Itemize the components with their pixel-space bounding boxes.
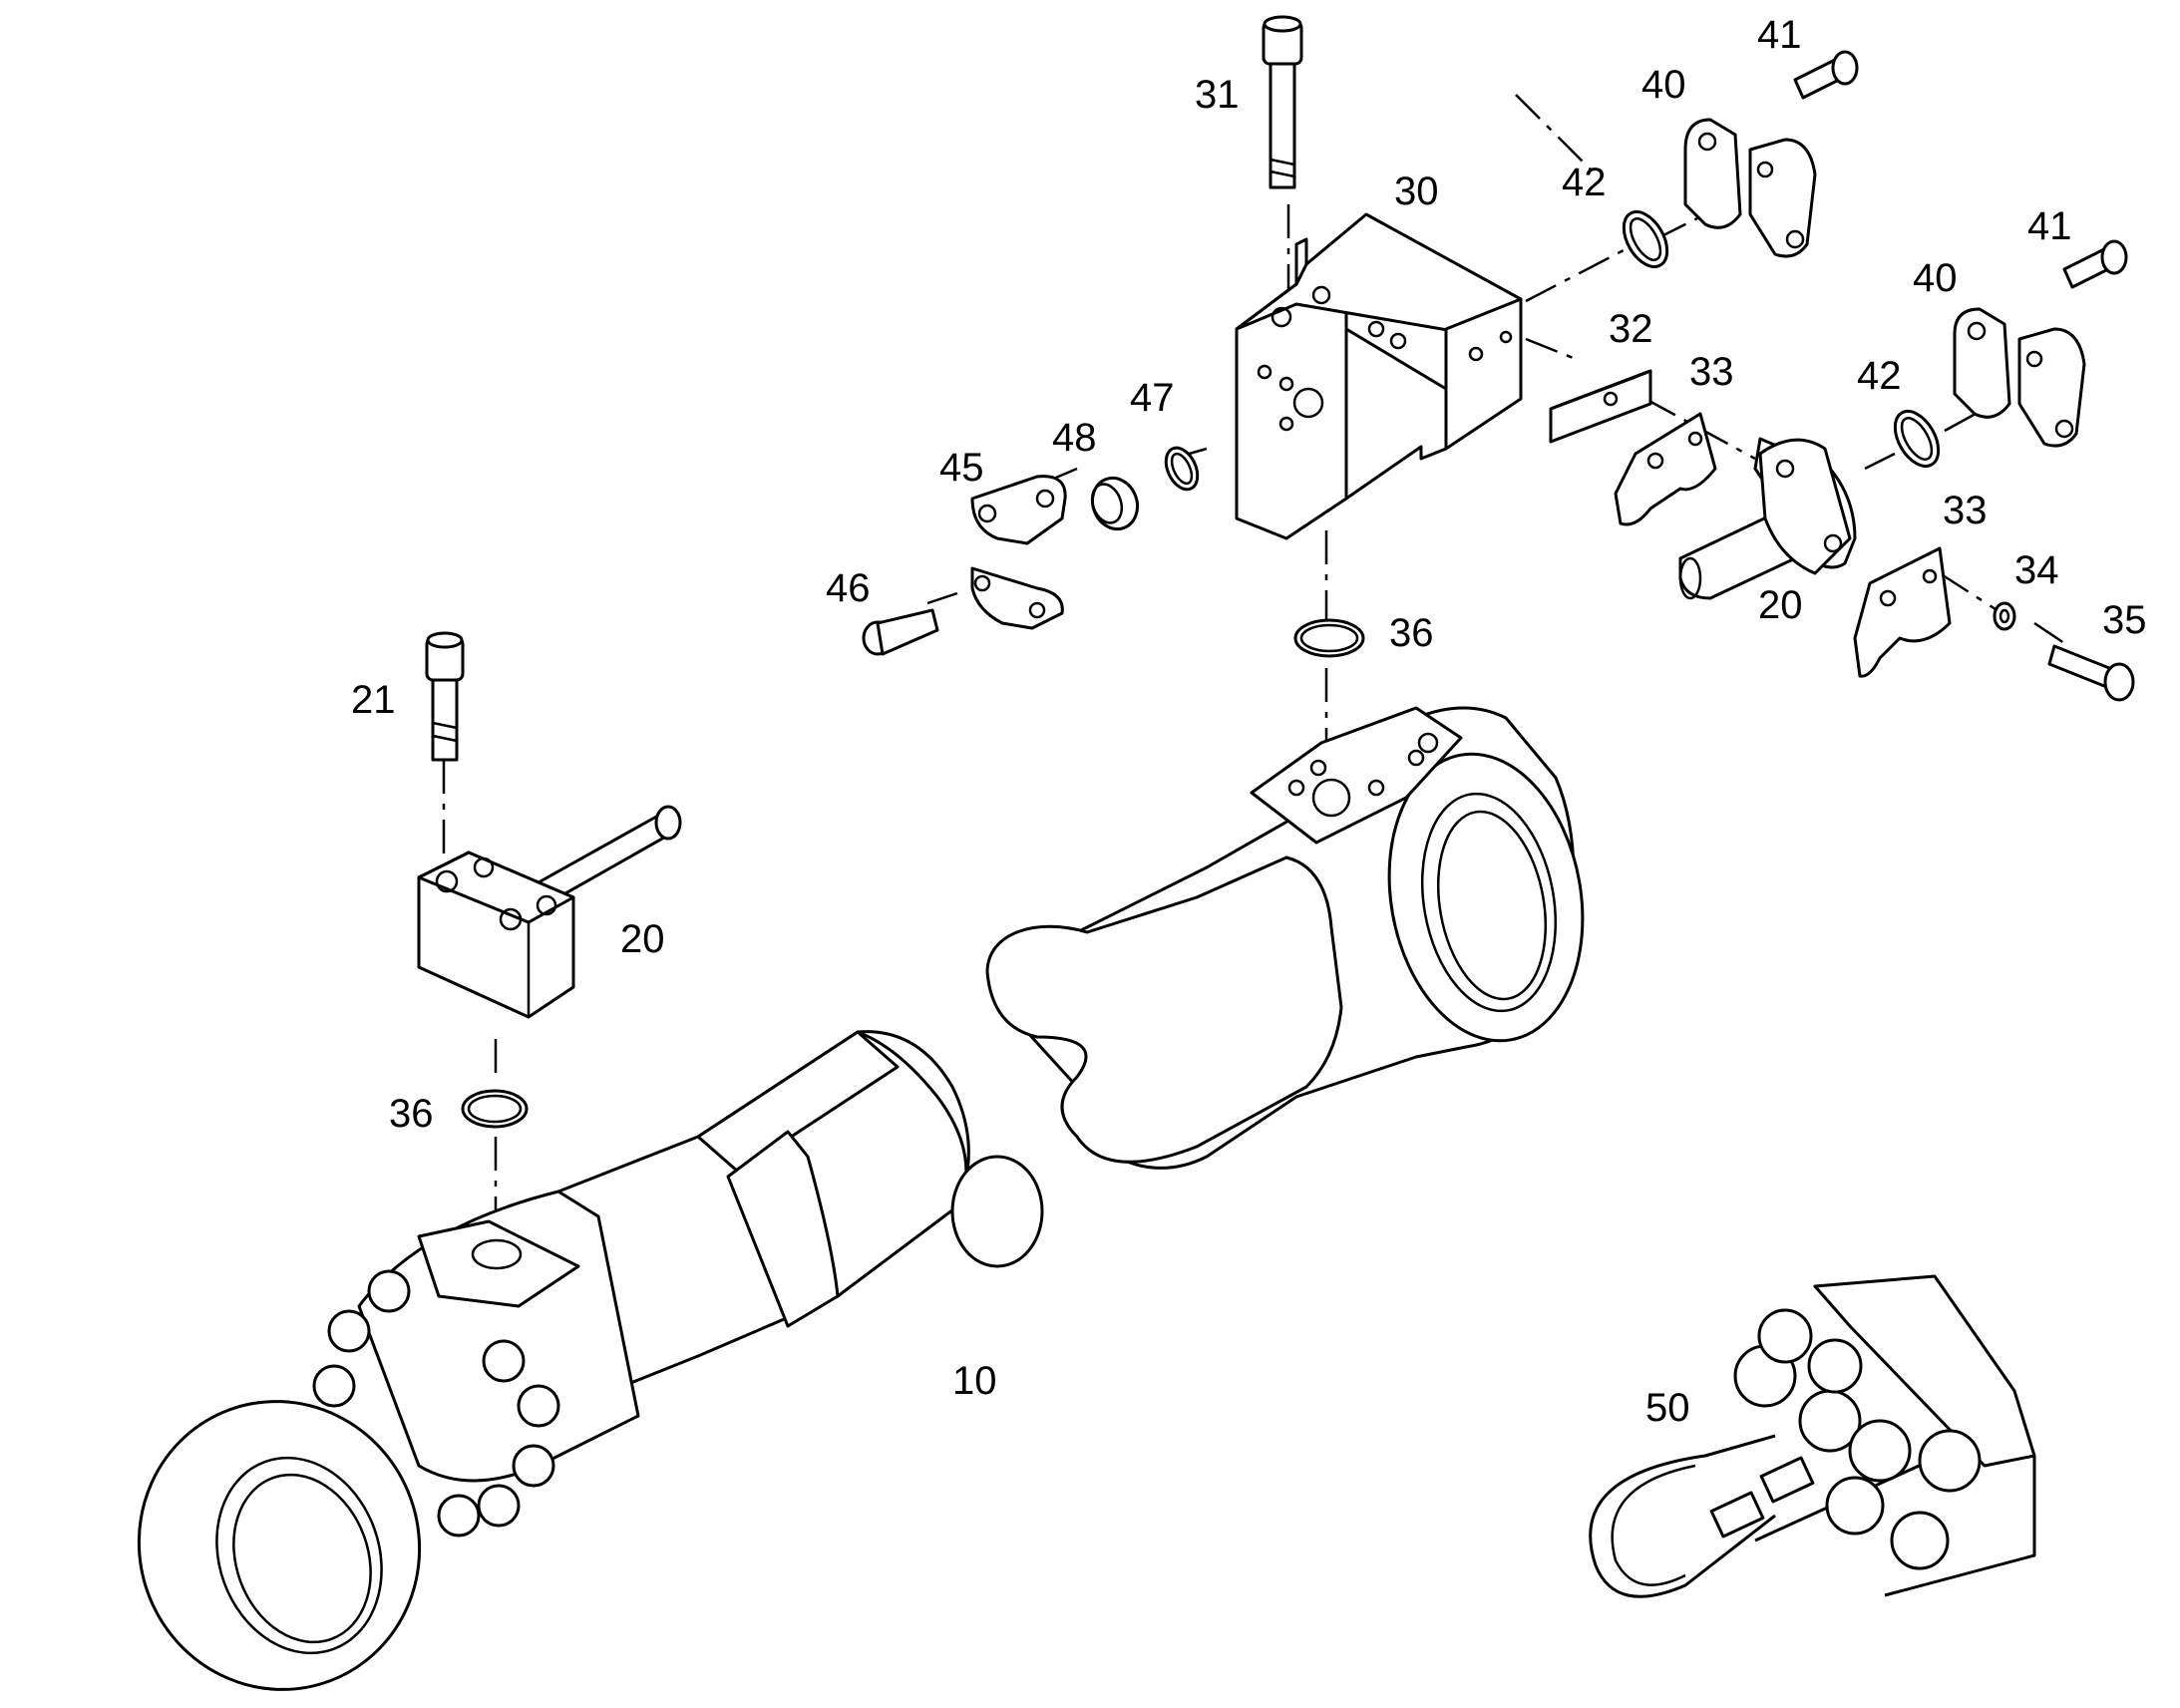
- valve-block-30: [1235, 212, 1523, 540]
- callout-36: 36: [1389, 611, 1434, 655]
- seal-47: [1164, 446, 1200, 492]
- flange-halves-40b: [1953, 307, 2086, 448]
- callout-33: 33: [1689, 350, 1734, 394]
- washer-34: [1993, 601, 2016, 631]
- callout-40: 40: [1913, 256, 1958, 300]
- bracket-33a: [1614, 412, 1717, 526]
- screw-35: [2047, 644, 2135, 702]
- callout-48: 48: [1052, 416, 1097, 460]
- callout-21: 21: [351, 678, 396, 722]
- flange-tube-20a: [1678, 437, 1857, 600]
- o-ring-36b: [461, 1089, 529, 1129]
- callout-20: 20: [1758, 583, 1803, 627]
- screw-21: [425, 631, 465, 762]
- callout-33: 33: [1943, 489, 1988, 532]
- callout-10: 10: [952, 1359, 997, 1403]
- flange-tube-20b: [417, 805, 682, 1019]
- callout-42: 42: [1857, 354, 1902, 398]
- callout-labels: 31 41 40 30 42 41 40 32 33 42 47 48 45 3…: [351, 13, 2147, 1430]
- callout-45: 45: [939, 446, 984, 490]
- seal-42b: [1893, 410, 1941, 468]
- valve-manifold-50: [1589, 1274, 2036, 1598]
- cylinder-tube-end-10: [137, 1030, 1044, 1691]
- key-bar-32: [1549, 369, 1652, 444]
- callout-42: 42: [1562, 161, 1607, 204]
- callout-41: 41: [2027, 204, 2072, 248]
- screw-41a: [1793, 50, 1859, 100]
- callout-50: 50: [1645, 1386, 1690, 1430]
- bracket-33b: [1853, 546, 1952, 678]
- callout-40: 40: [1641, 63, 1686, 107]
- callout-20: 20: [620, 917, 665, 961]
- callout-31: 31: [1195, 73, 1240, 117]
- screw-31: [1262, 15, 1303, 189]
- callout-46: 46: [826, 566, 871, 610]
- flange-halves-40a: [1683, 118, 1817, 258]
- callout-36: 36: [389, 1092, 434, 1136]
- cap-48: [1090, 476, 1140, 531]
- callout-47: 47: [1130, 376, 1175, 420]
- callout-32: 32: [1609, 307, 1653, 351]
- split-flange-45: [970, 475, 1067, 630]
- cylinder-rod-end-10: [985, 706, 1585, 1170]
- callout-35: 35: [2102, 598, 2147, 642]
- o-ring-36a: [1293, 618, 1365, 658]
- screw-41b: [2062, 239, 2128, 289]
- callout-30: 30: [1394, 170, 1439, 213]
- callout-41: 41: [1757, 13, 1802, 57]
- callout-34: 34: [2014, 548, 2059, 592]
- seal-42a: [1622, 210, 1669, 268]
- screw-46: [862, 608, 939, 656]
